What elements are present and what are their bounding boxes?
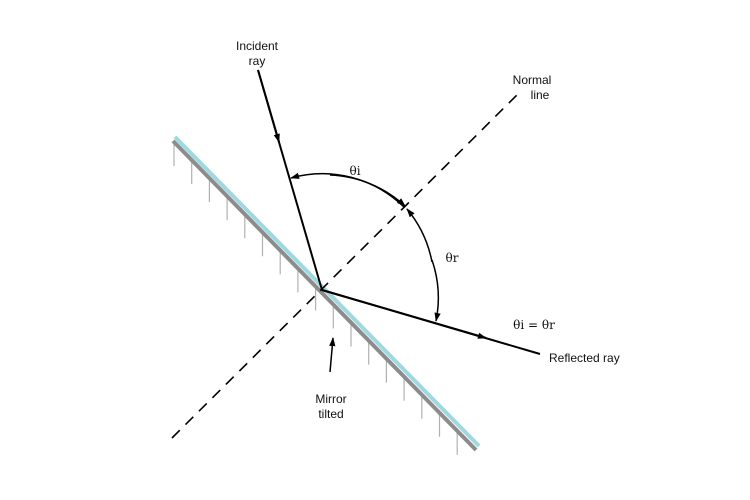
mirror-pointer-arrow-icon (329, 337, 336, 373)
theta-i-arc (290, 172, 405, 208)
theta-r-arc-start (406, 208, 433, 263)
mirror-label-2: tilted (318, 407, 343, 421)
mirror-hatching (173, 142, 458, 455)
incident-label-1: Incident (236, 39, 279, 53)
theta-r-arc (431, 259, 441, 322)
reflected-label: Reflected ray (549, 351, 620, 365)
incident-label-2: ray (249, 54, 266, 68)
normal-label-1: Normal (513, 73, 552, 87)
theta-i-label: θi (349, 164, 360, 178)
theta-i-arc-end (329, 174, 406, 207)
incident-arrow-icon (257, 69, 280, 143)
mirror-label-1: Mirror (315, 392, 346, 406)
normal-line (171, 89, 523, 439)
equation-label: θi = θr (513, 318, 555, 332)
reflected-arrow-icon (321, 289, 487, 339)
mirror-back (171, 139, 478, 452)
normal-label-2: line (531, 88, 550, 102)
theta-r-label: θr (446, 251, 459, 265)
